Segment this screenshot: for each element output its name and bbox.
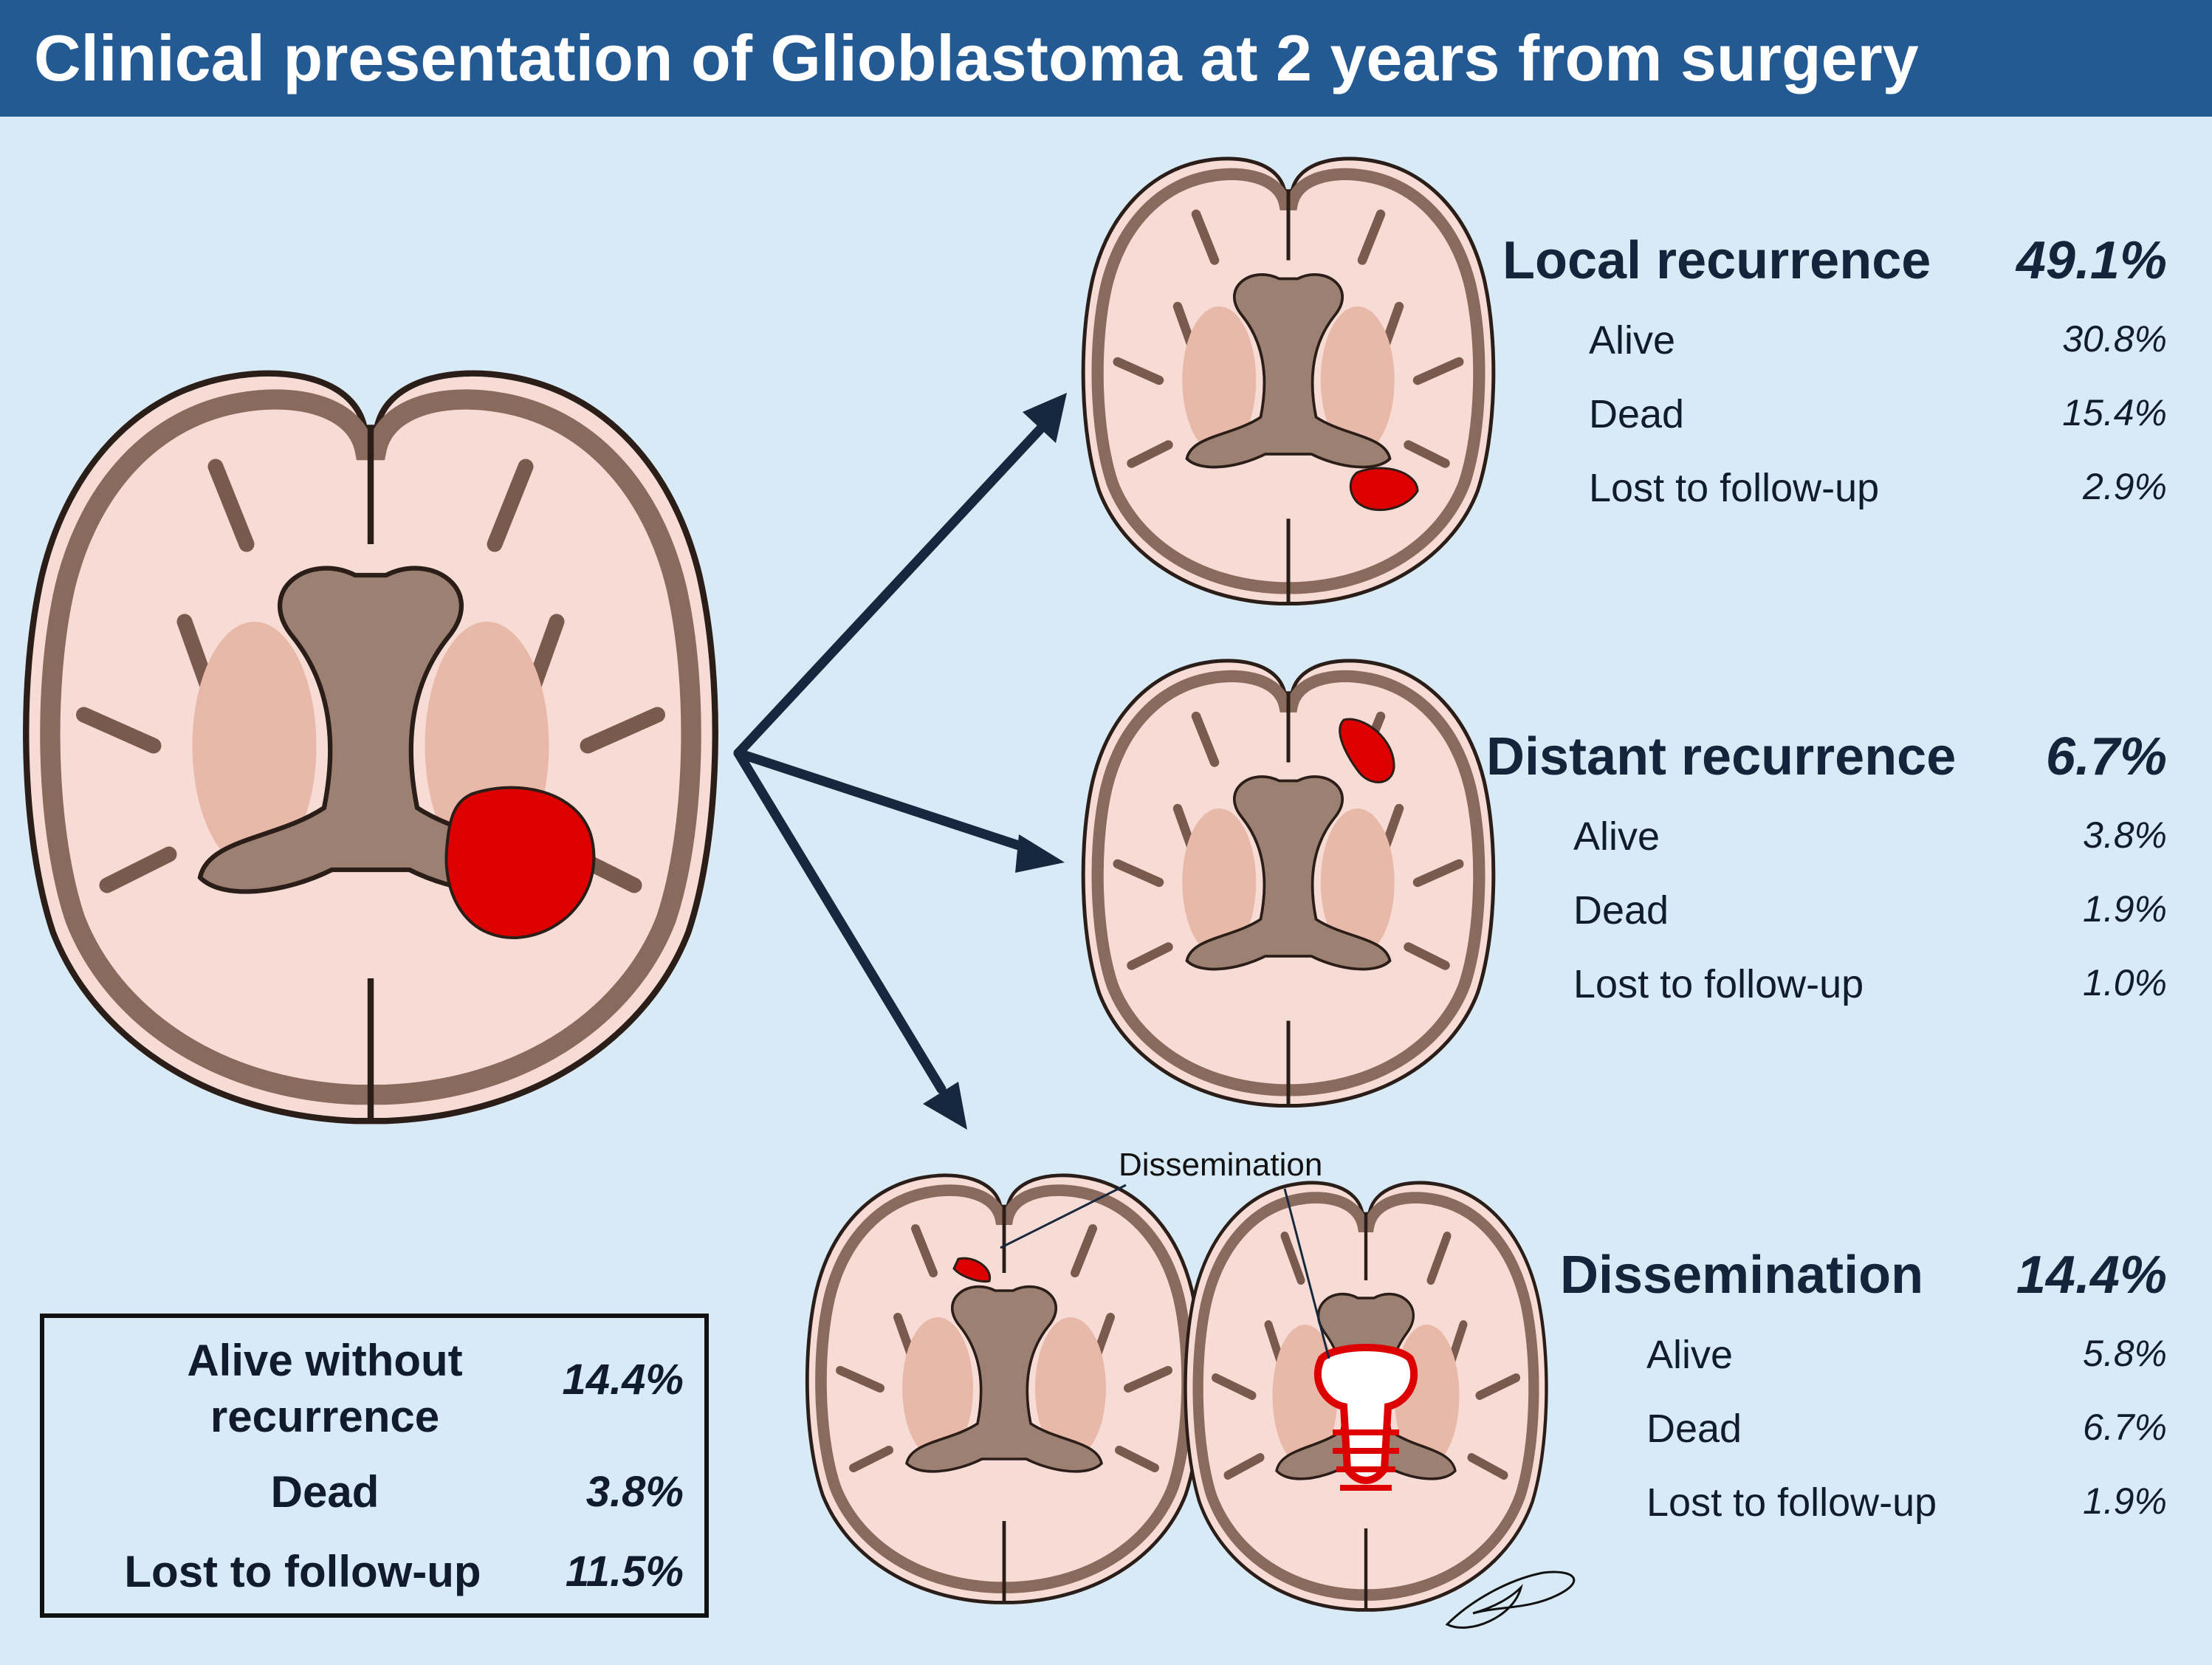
dissemination-brain-icon bbox=[807, 1175, 1201, 1603]
callout-line bbox=[1000, 1184, 1330, 1359]
arrow-icon bbox=[733, 748, 1035, 854]
arrow-icon bbox=[733, 423, 1046, 758]
dissemination-alive-label: Alive bbox=[1646, 1333, 1734, 1377]
dissemination-dead-value: 6.7% bbox=[2083, 1407, 2167, 1448]
local-lost-label: Lost to follow-up bbox=[1589, 466, 1880, 510]
page-title: Clinical presentation of Glioblastoma at… bbox=[34, 21, 1919, 95]
dissemination-value: 14.4% bbox=[2016, 1246, 2167, 1305]
arrows bbox=[733, 423, 1046, 1094]
tumor-icon bbox=[1349, 467, 1419, 512]
distant-lost-value: 1.0% bbox=[2083, 962, 2167, 1003]
arrow-icon bbox=[1023, 393, 1067, 443]
no-recurrence-lost-label: Lost to follow-up bbox=[124, 1547, 481, 1596]
local-dead-value: 15.4% bbox=[2062, 392, 2167, 433]
title-banner: Clinical presentation of Glioblastoma at… bbox=[0, 0, 2212, 117]
distant-recurrence-title: Distant recurrence bbox=[1486, 727, 1957, 786]
dissemination-lost-value: 1.9% bbox=[2083, 1480, 2167, 1522]
local-dead-label: Dead bbox=[1589, 392, 1685, 436]
tumor-icon bbox=[444, 786, 596, 940]
local-recurrence-value: 49.1% bbox=[2016, 231, 2167, 290]
distant-alive-value: 3.8% bbox=[2083, 814, 2167, 856]
local-alive-value: 30.8% bbox=[2062, 318, 2167, 360]
local-recurrence-stats: Local recurrence 49.1% Alive 30.8% Dead … bbox=[1502, 223, 2167, 533]
arrow-icon bbox=[733, 748, 947, 1094]
brainstem-brain-icon bbox=[1186, 1183, 1547, 1610]
tumor-icon bbox=[952, 1257, 992, 1283]
dissemination-dead-label: Dead bbox=[1646, 1407, 1742, 1451]
distant-alive-label: Alive bbox=[1573, 814, 1660, 859]
arrow-icon bbox=[1015, 834, 1065, 873]
local-alive-label: Alive bbox=[1589, 318, 1676, 363]
tumor-icon bbox=[1339, 718, 1395, 783]
distant-brain-icon bbox=[1083, 661, 1494, 1106]
no-recurrence-dead-label: Dead bbox=[270, 1467, 379, 1517]
dissemination-stats: Dissemination 14.4% Alive 5.8% Dead 6.7%… bbox=[1560, 1237, 2167, 1548]
no-recurrence-dead-value: 3.8% bbox=[585, 1468, 684, 1516]
dissemination-alive-value: 5.8% bbox=[2083, 1333, 2167, 1374]
distant-recurrence-value: 6.7% bbox=[2045, 727, 2167, 786]
main-brain-icon bbox=[26, 374, 715, 1121]
arrow-icon bbox=[923, 1082, 967, 1130]
dissemination-lost-label: Lost to follow-up bbox=[1646, 1480, 1937, 1525]
local-recurrence-title: Local recurrence bbox=[1502, 231, 1931, 290]
no-recurrence-box: Alive without recurrence 14.4% Dead 3.8%… bbox=[40, 1314, 709, 1618]
local-brain-icon bbox=[1083, 159, 1494, 604]
distant-lost-label: Lost to follow-up bbox=[1573, 962, 1864, 1006]
distant-dead-value: 1.9% bbox=[2083, 888, 2167, 930]
no-recurrence-lost-value: 11.5% bbox=[565, 1548, 684, 1596]
tumor-icon bbox=[1313, 1344, 1418, 1484]
distant-recurrence-stats: Distant recurrence 6.7% Alive 3.8% Dead … bbox=[1486, 719, 2167, 1029]
distant-dead-label: Dead bbox=[1573, 888, 1669, 933]
signature-icon bbox=[1445, 1570, 1576, 1629]
alive-without-recurrence-label: Alive without recurrence bbox=[187, 1336, 463, 1441]
local-lost-value: 2.9% bbox=[2083, 466, 2167, 507]
dissemination-callout: Dissemination bbox=[1119, 1147, 1322, 1183]
dissemination-title: Dissemination bbox=[1560, 1246, 1924, 1305]
alive-without-recurrence-value: 14.4% bbox=[562, 1356, 684, 1404]
